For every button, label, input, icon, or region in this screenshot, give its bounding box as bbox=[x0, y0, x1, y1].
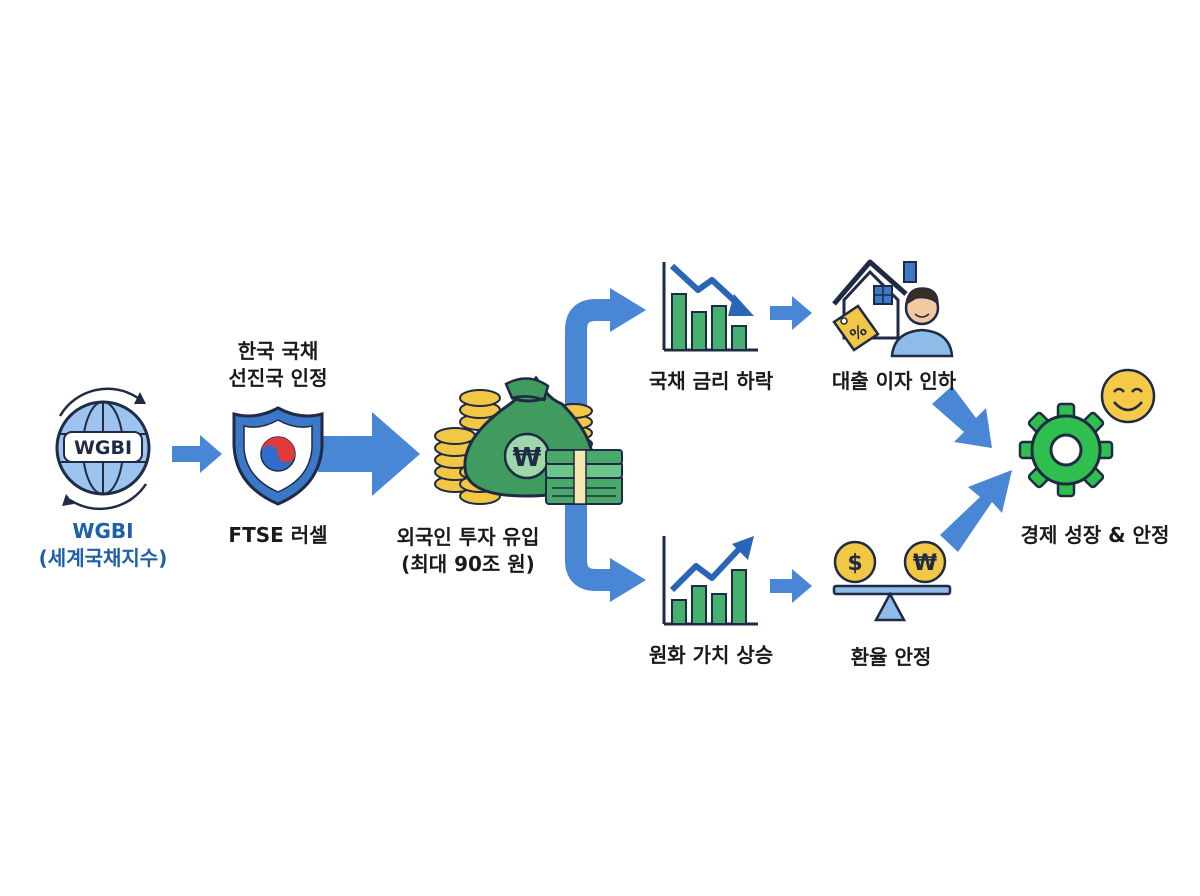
loan-label: 대출 이자 인하 bbox=[831, 369, 957, 393]
chart-down-icon bbox=[662, 262, 758, 352]
arrow-wgbi-to-ftse bbox=[172, 435, 222, 473]
house-person-icon: % bbox=[832, 259, 954, 358]
person-icon bbox=[890, 287, 954, 358]
smiley-icon bbox=[1100, 368, 1156, 424]
won-up-label: 원화 가치 상승 bbox=[648, 643, 774, 667]
rate-down-label: 국채 금리 하락 bbox=[648, 369, 774, 393]
globe-icon-text: WGBI bbox=[74, 437, 132, 459]
money-bag-icon: ₩ bbox=[434, 375, 623, 505]
arrow-split-lower bbox=[565, 455, 646, 602]
ftse-label: FTSE 러셀 bbox=[228, 523, 328, 547]
shield-icon bbox=[232, 406, 324, 506]
wgbi-label: WGBI (세계국채지수) bbox=[20, 518, 186, 572]
cash-stack bbox=[545, 449, 623, 505]
wgbi-label-line2: (세계국채지수) bbox=[38, 546, 168, 570]
inflow-label: 외국인 투자 유입 (최대 90조 원) bbox=[380, 524, 556, 578]
balance-scale-icon: $ ₩ bbox=[832, 540, 952, 622]
growth-label: 경제 성장 & 안정 bbox=[1020, 523, 1170, 547]
arrow-loan-to-growth bbox=[932, 386, 992, 448]
ftse-top-line2: 선진국 인정 bbox=[228, 366, 328, 390]
arrow-split-upper bbox=[565, 288, 646, 455]
ftse-top-line1: 한국 국채 bbox=[237, 339, 319, 363]
arrow-rate-to-loan bbox=[770, 296, 812, 330]
arrow-won-to-fx bbox=[770, 569, 812, 603]
won-symbol-on-bag: ₩ bbox=[513, 443, 542, 473]
globe-icon: WGBI bbox=[55, 387, 151, 511]
ftse-top-label: 한국 국채 선진국 인정 bbox=[205, 338, 351, 392]
won-coin-symbol: ₩ bbox=[913, 551, 937, 576]
dollar-coin-symbol: $ bbox=[847, 551, 862, 576]
inflow-label-line2: (최대 90조 원) bbox=[401, 552, 535, 576]
fx-label: 환율 안정 bbox=[850, 645, 932, 669]
percent-tag-icon: % bbox=[832, 304, 880, 352]
arrow-fx-to-growth bbox=[940, 470, 1012, 552]
chart-up-icon bbox=[662, 536, 758, 626]
inflow-label-line1: 외국인 투자 유입 bbox=[396, 525, 540, 549]
arrow-ftse-to-inflow bbox=[318, 412, 420, 496]
wgbi-label-line1: WGBI bbox=[72, 519, 134, 543]
gear-icon bbox=[1018, 402, 1114, 498]
